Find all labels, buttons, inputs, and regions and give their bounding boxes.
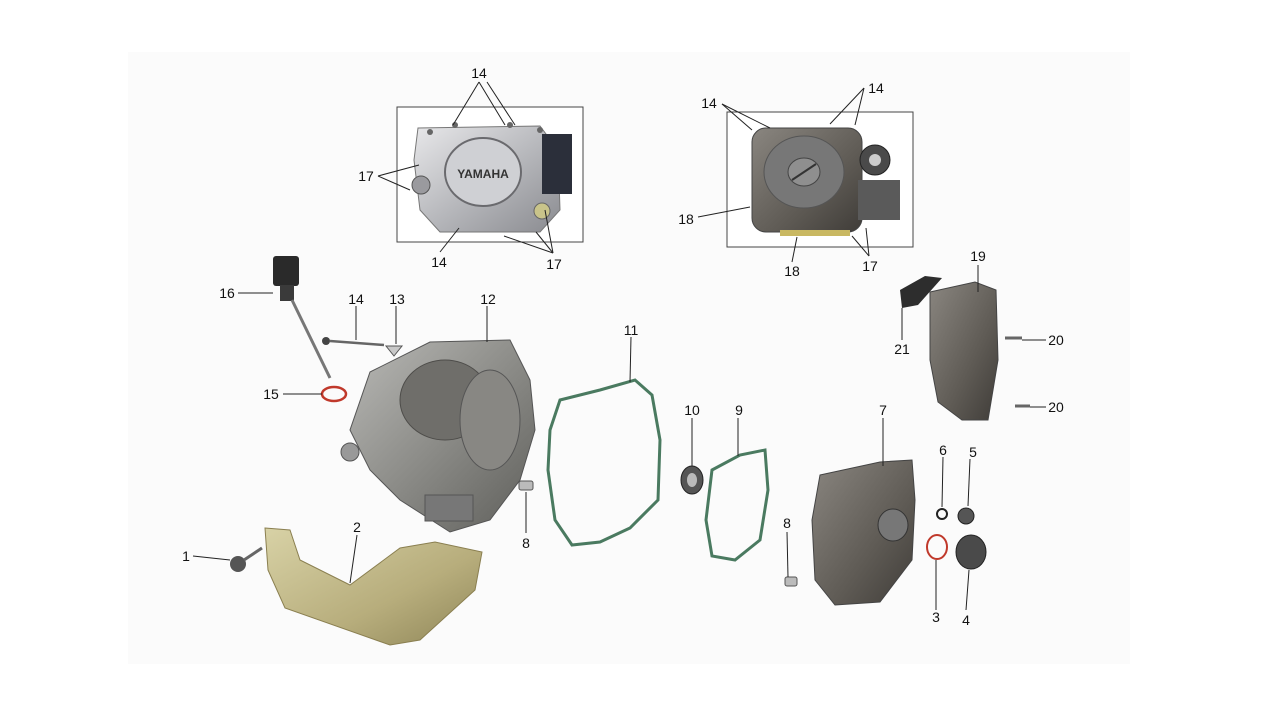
gasket-11 [546, 378, 662, 547]
callout-17-inset-left-bottom: 17 [546, 256, 562, 272]
callout-1: 1 [182, 548, 190, 564]
ring-6 [936, 508, 948, 520]
callout-15: 15 [263, 386, 279, 402]
callout-6: 6 [939, 442, 947, 458]
callout-14-inset-right-top: 14 [868, 80, 884, 96]
callout-21: 21 [894, 341, 910, 357]
callout-10: 10 [684, 402, 700, 418]
callout-4: 4 [962, 612, 970, 628]
right-cover-7 [811, 459, 916, 606]
dipstick [273, 256, 332, 379]
callout-18-bottom: 18 [784, 263, 800, 279]
yamaha-logo-text: YAMAHA [457, 167, 509, 181]
callout-9: 9 [735, 402, 743, 418]
callout-17-inset-left-side: 17 [358, 168, 374, 184]
callout-14-inset-right-left: 14 [701, 95, 717, 111]
cap-4 [955, 534, 987, 570]
callout-19: 19 [970, 248, 986, 264]
leader-lines [192, 81, 1046, 611]
callout-20-upper: 20 [1048, 332, 1064, 348]
gasket-9 [704, 448, 770, 562]
callout-2: 2 [353, 519, 361, 535]
callout-8-right: 8 [783, 515, 791, 531]
callout-14-inset-left-top: 14 [471, 65, 487, 81]
o-ring-3 [926, 534, 948, 560]
inset-photo-left: YAMAHA [396, 106, 584, 243]
inset-photo-right [726, 111, 914, 248]
bolt-14 [322, 337, 385, 347]
bolt-1 [230, 546, 263, 572]
o-ring-15 [320, 385, 348, 403]
callout-7: 7 [879, 402, 887, 418]
callout-8-left: 8 [522, 535, 530, 551]
callout-17-inset-right: 17 [862, 258, 878, 274]
clip-13 [384, 345, 404, 357]
plug-5 [957, 507, 975, 525]
pad-21 [900, 276, 942, 308]
dowel-8b [784, 576, 798, 587]
callout-20-lower: 20 [1048, 399, 1064, 415]
callout-14-inset-left-bottom: 14 [431, 254, 447, 270]
skid-plate-2 [264, 527, 483, 646]
callout-18-side: 18 [678, 211, 694, 227]
oil-seal-10 [680, 465, 704, 495]
callout-12: 12 [480, 291, 496, 307]
callout-11: 11 [623, 322, 639, 338]
callout-5: 5 [969, 444, 977, 460]
callout-3: 3 [932, 609, 940, 625]
callout-16: 16 [219, 285, 235, 301]
dowel-8a [518, 480, 534, 491]
sprocket-cover-19 [929, 281, 999, 421]
callout-13: 13 [389, 291, 405, 307]
crankcase-cover-12 [340, 339, 536, 533]
callout-14-bolt: 14 [348, 291, 364, 307]
